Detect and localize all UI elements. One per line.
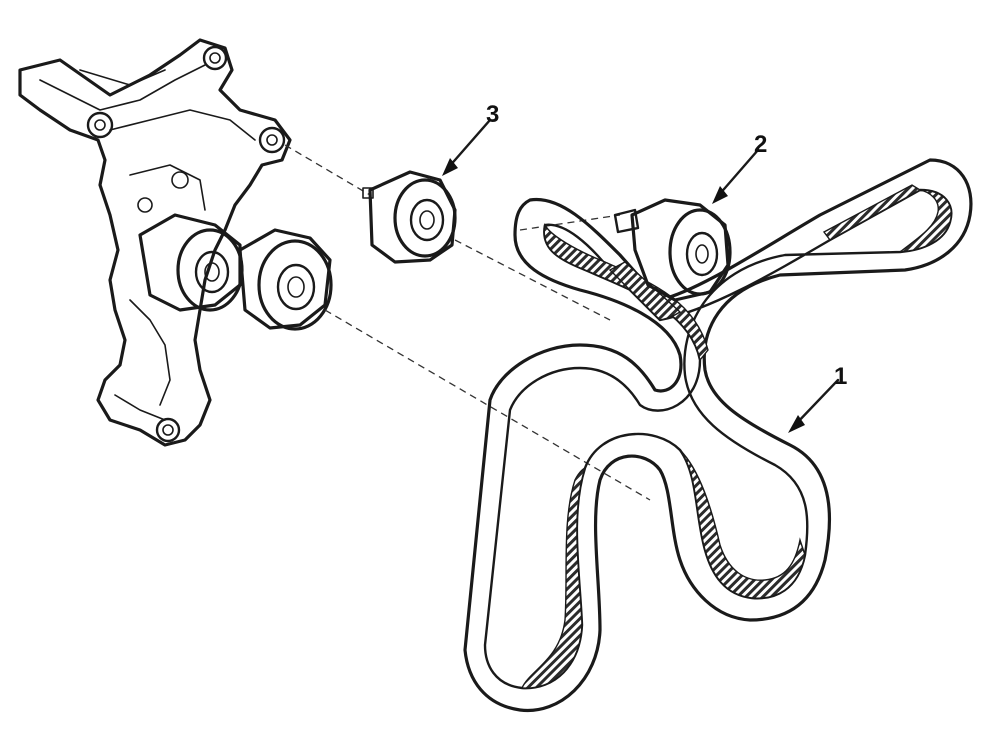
callout-label-3: 3 [486,101,499,128]
arrowhead-icon [712,186,728,204]
callout-label-1: 1 [834,363,847,390]
callout-label-2: 2 [754,131,767,158]
mounting-bracket [18,38,292,447]
callout-1: 1 [788,363,847,433]
assembly-axis-lines [284,144,651,501]
bracket-pulley-b [238,228,333,331]
callout-3: 3 [442,101,499,176]
arrowhead-icon [442,158,458,176]
arrowhead-icon [788,415,805,433]
tensioner-pulley [613,198,732,302]
callout-2: 2 [712,131,767,204]
bracket-pulley-a [138,213,244,312]
drive-belt [463,158,973,713]
idler-pulley [362,170,457,264]
